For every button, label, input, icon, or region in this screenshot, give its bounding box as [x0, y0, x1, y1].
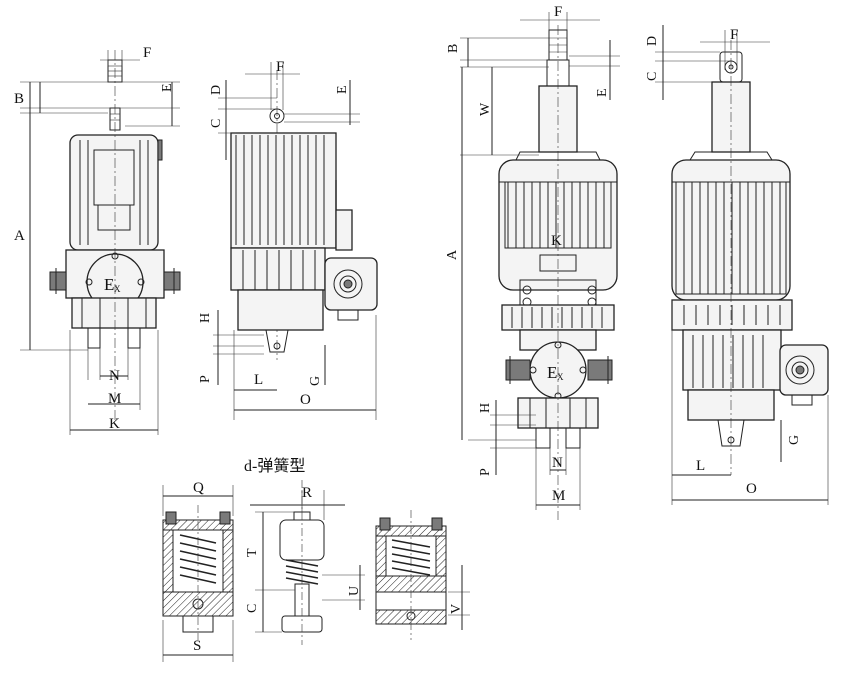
spring-assembly-left: Q S	[162, 480, 234, 662]
bottom-lug-large	[717, 419, 745, 447]
dim-c-spring: C	[245, 604, 260, 613]
dim-b-large: B	[446, 44, 461, 53]
dim-c-large: C	[645, 72, 660, 81]
dim-a-large: A	[445, 249, 460, 260]
dim-l-large: L	[696, 458, 705, 474]
dim-m-large: M	[552, 488, 565, 504]
dim-k: K	[109, 416, 120, 432]
dim-e-large: E	[595, 88, 610, 97]
cable-gland-right-large	[587, 359, 613, 381]
dim-b: B	[14, 91, 24, 107]
dim-d: D	[209, 85, 224, 95]
dim-e-side: E	[335, 85, 350, 94]
mount-lug-right-large	[565, 427, 581, 449]
dim-k-large: K	[551, 233, 562, 249]
dim-f: F	[143, 45, 151, 61]
cable-gland-left	[49, 271, 67, 291]
cable-gland-left-large	[505, 359, 531, 381]
mount-lug-right	[127, 327, 141, 349]
cylinder-housing	[69, 134, 159, 251]
dim-w: W	[478, 102, 493, 116]
dim-f-side-large: F	[730, 27, 738, 43]
dim-o: O	[300, 392, 311, 408]
dim-r: R	[302, 485, 312, 501]
dim-a: A	[14, 228, 25, 244]
dim-d-large: D	[645, 36, 660, 46]
ex-mark-large: E	[547, 363, 557, 382]
dim-l: L	[254, 372, 263, 388]
dim-g: G	[308, 376, 323, 386]
view-small-front: E X A B F E N M K	[14, 45, 181, 435]
mount-lug-left	[87, 327, 101, 349]
ex-mark: E	[104, 275, 114, 294]
dim-f-side: F	[276, 59, 284, 75]
dim-h: H	[198, 313, 213, 323]
dim-h-large: H	[478, 403, 493, 413]
svg-text:X: X	[114, 284, 121, 294]
dim-e: E	[160, 83, 175, 92]
dim-t: T	[245, 548, 260, 557]
dim-u: U	[347, 586, 362, 596]
spring-assembly-right: V	[375, 510, 470, 640]
dim-n: N	[109, 368, 120, 384]
cable-gland-right	[163, 271, 181, 291]
dim-f-large: F	[554, 4, 562, 20]
dim-s: S	[193, 638, 201, 654]
dim-m: M	[108, 391, 121, 407]
dim-p: P	[198, 375, 213, 383]
svg-text:X: X	[557, 372, 564, 382]
dim-n-large: N	[552, 455, 563, 471]
spring-assembly-middle: R T C U	[245, 480, 365, 645]
mount-lug-left-large	[535, 427, 551, 449]
dim-v: V	[449, 604, 464, 614]
dim-c: C	[209, 119, 224, 128]
view-small-side: F D C E H P L O G	[198, 59, 378, 420]
dim-p-large: P	[478, 468, 493, 476]
dim-q: Q	[193, 480, 204, 496]
dim-g-large: G	[787, 435, 802, 445]
spring-type-detail: d-弹簧型 Q S	[162, 456, 470, 662]
view-large-side: F D C L O G	[645, 25, 829, 505]
dim-o-large: O	[746, 481, 757, 497]
bottom-lug	[265, 329, 289, 353]
spring-type-title: d-弹簧型	[244, 456, 305, 475]
view-large-front: E X F B W A E K H P	[445, 4, 620, 520]
